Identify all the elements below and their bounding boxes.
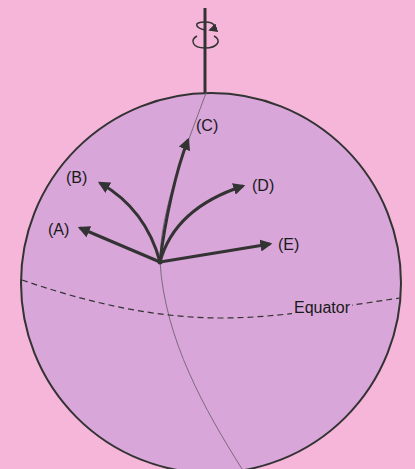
arrow-label: (E) xyxy=(278,237,299,253)
arrow-label: (A) xyxy=(48,222,69,238)
arrow-label: (C) xyxy=(196,118,218,134)
arrow-label: (B) xyxy=(66,170,87,186)
rotation-curl xyxy=(193,22,218,48)
equator-label: Equator xyxy=(292,299,352,317)
arrow-label: (D) xyxy=(252,178,274,194)
rotation-axis xyxy=(204,8,207,93)
sphere xyxy=(21,93,401,469)
meridian xyxy=(160,93,242,469)
equator-line xyxy=(22,280,400,318)
direction-arrows xyxy=(80,140,270,262)
